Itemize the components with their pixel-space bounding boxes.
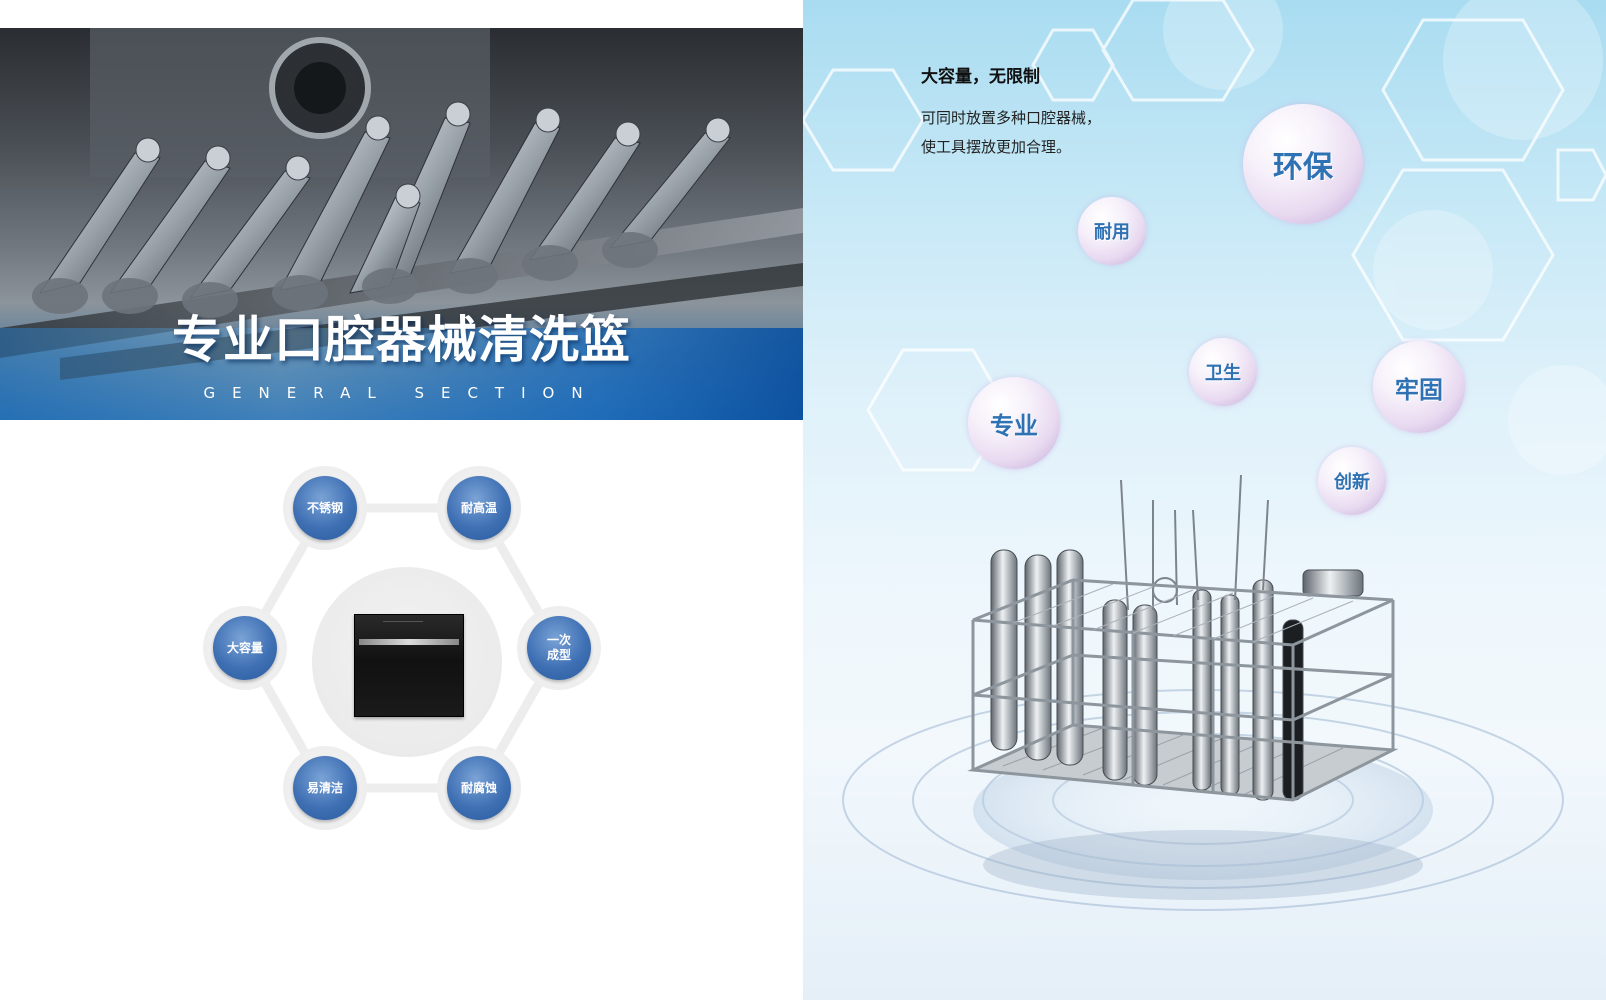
feature-corrosion-resistant: 耐腐蚀	[437, 746, 521, 830]
feature-hexagon: 不锈钢 耐高温 一次 成型 耐腐蚀 易清洁 大容量	[180, 466, 630, 850]
appliance-panel	[383, 621, 423, 635]
left-page: 专业口腔器械清洗篮 GENERAL SECTION 不锈钢 耐高温 一次 成型 …	[0, 28, 803, 850]
instrument-basket-illustration	[967, 474, 1423, 900]
hero-subtitle: GENERAL SECTION	[203, 384, 600, 402]
bubble-sturdy: 牢固	[1373, 341, 1465, 433]
feature-large-capacity: 大容量	[203, 606, 287, 690]
washer-appliance-image	[354, 614, 464, 717]
bubble-eco: 环保	[1243, 104, 1363, 224]
right-page: 大容量，无限制 可同时放置多种口腔器械， 使工具摆放更加合理。 环保 耐用 卫生…	[803, 0, 1606, 1000]
bubble-innovation: 创新	[1318, 447, 1386, 515]
feature-easy-clean: 易清洁	[283, 746, 367, 830]
bubble-hygiene: 卫生	[1189, 338, 1257, 406]
feature-stainless: 不锈钢	[283, 466, 367, 550]
bubble-durable: 耐用	[1078, 197, 1146, 265]
feature-one-piece-line2: 成型	[546, 648, 571, 662]
feature-corrosion-label: 耐腐蚀	[447, 756, 511, 820]
description-line-1: 可同时放置多种口腔器械，	[921, 109, 1102, 127]
bubble-professional: 专业	[968, 377, 1060, 469]
appliance-handle	[359, 639, 459, 645]
feature-stainless-label: 不锈钢	[293, 476, 357, 540]
feature-one-piece-line1: 一次	[546, 633, 571, 647]
feature-heat-label: 耐高温	[447, 476, 511, 540]
description-line-2: 使工具摆放更加合理。	[921, 138, 1072, 156]
feature-one-piece-label: 一次 成型	[527, 616, 591, 680]
heading: 大容量，无限制	[921, 67, 1040, 87]
feature-heat-resistant: 耐高温	[437, 466, 521, 550]
feature-capacity-label: 大容量	[213, 616, 277, 680]
hero-color-band	[0, 328, 803, 420]
feature-one-piece: 一次 成型	[517, 606, 601, 690]
hero-banner	[0, 28, 803, 420]
feature-easy-clean-label: 易清洁	[293, 756, 357, 820]
hero-title: 专业口腔器械清洗篮	[172, 311, 631, 369]
